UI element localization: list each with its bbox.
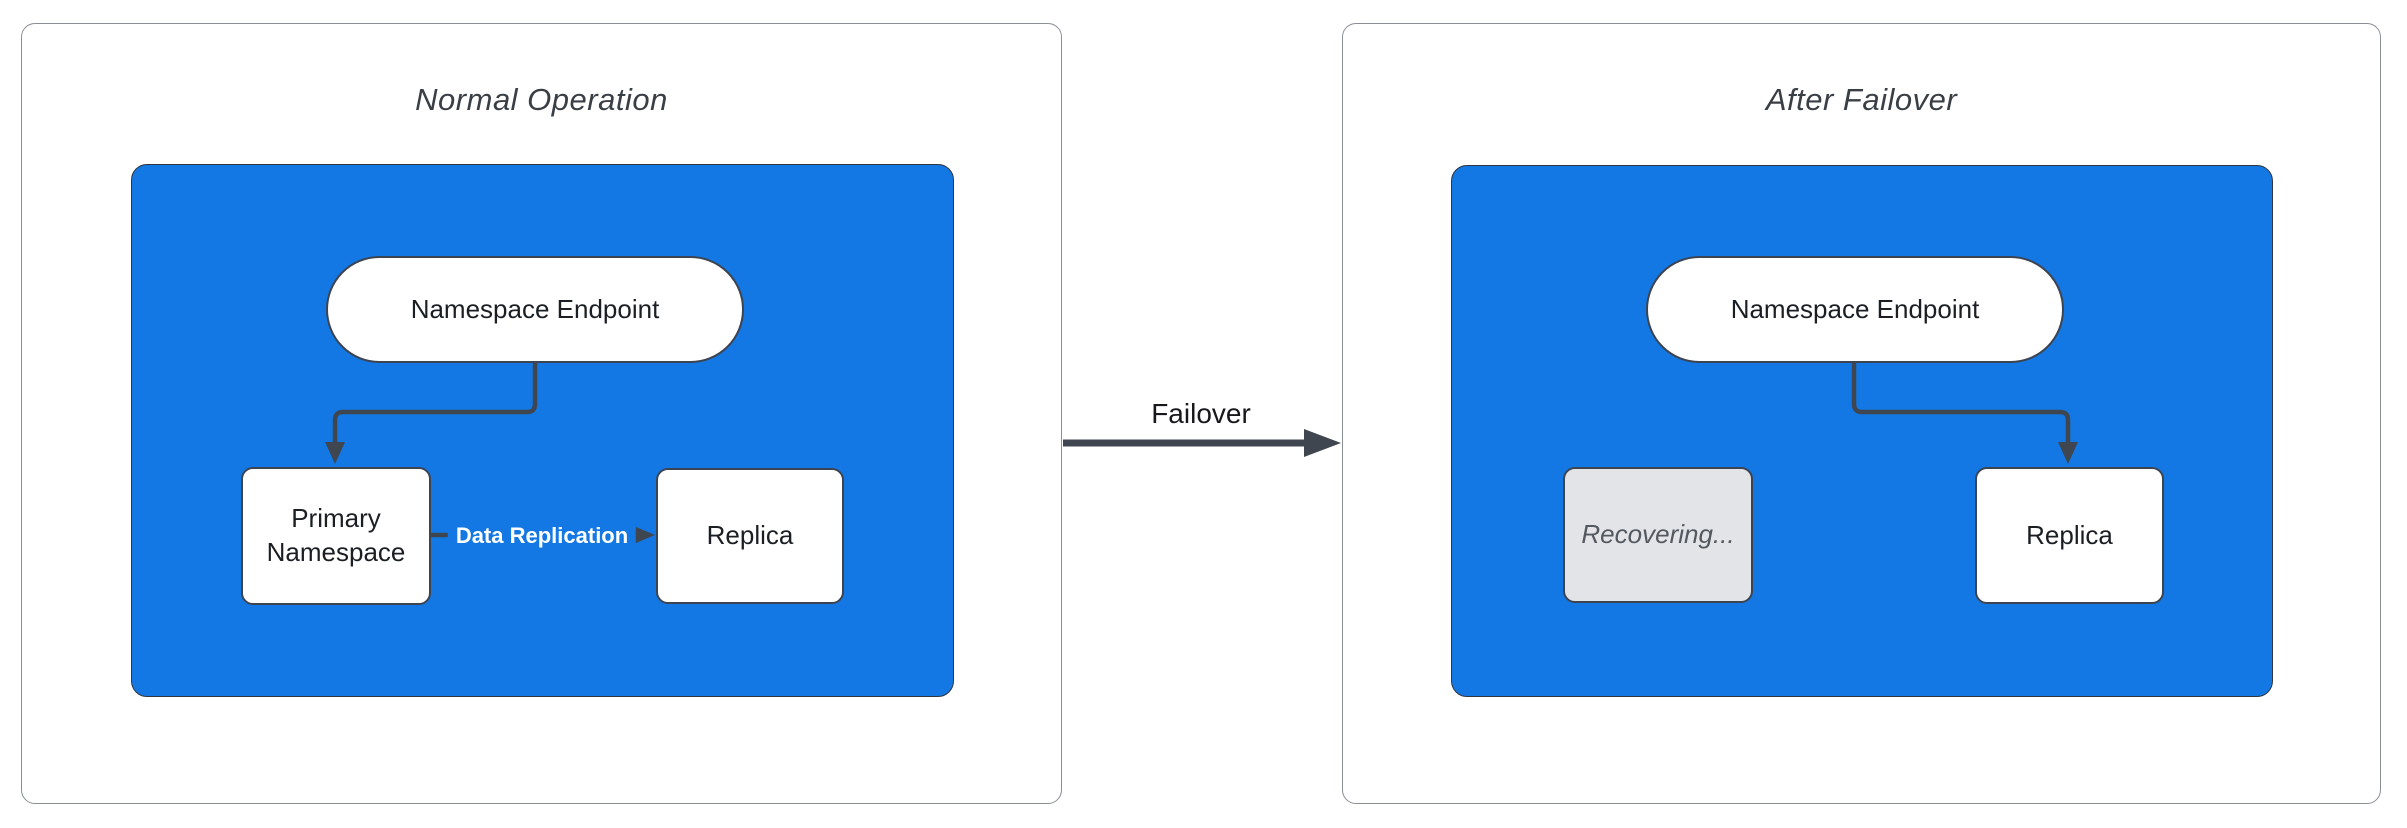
node-label: Namespace Endpoint (410, 293, 660, 324)
node-namespace-endpoint: Namespace Endpoint (326, 256, 744, 363)
panel-title-after-failover: After Failover (1765, 82, 1958, 117)
node-replica: Replica (1975, 467, 2164, 604)
node-primary-namespace: Primary Namespace (241, 467, 431, 605)
node-label: Replica (2026, 519, 2113, 550)
panel-title-normal-operation: Normal Operation (415, 82, 668, 117)
namespace-container (131, 164, 954, 697)
node-recovering: Recovering... (1563, 467, 1753, 603)
namespace-container (1451, 165, 2273, 697)
node-label: Recovering... (1581, 519, 1735, 550)
node-label: Namespace Endpoint (1730, 293, 1980, 324)
node-namespace-endpoint: Namespace Endpoint (1646, 256, 2064, 363)
data-replication-label: Data Replication (447, 520, 637, 552)
failover-label: Failover (1145, 398, 1257, 430)
node-label: Replica (706, 520, 794, 551)
after-failover-panel: After Failover Namespace Endpoint Recove… (1342, 23, 2381, 804)
normal-operation-panel: Normal Operation Namespace Endpoint Prim… (21, 23, 1062, 804)
failover-arrow (1063, 429, 1341, 457)
node-replica: Replica (656, 468, 844, 604)
node-label: Primary Namespace (266, 503, 406, 567)
